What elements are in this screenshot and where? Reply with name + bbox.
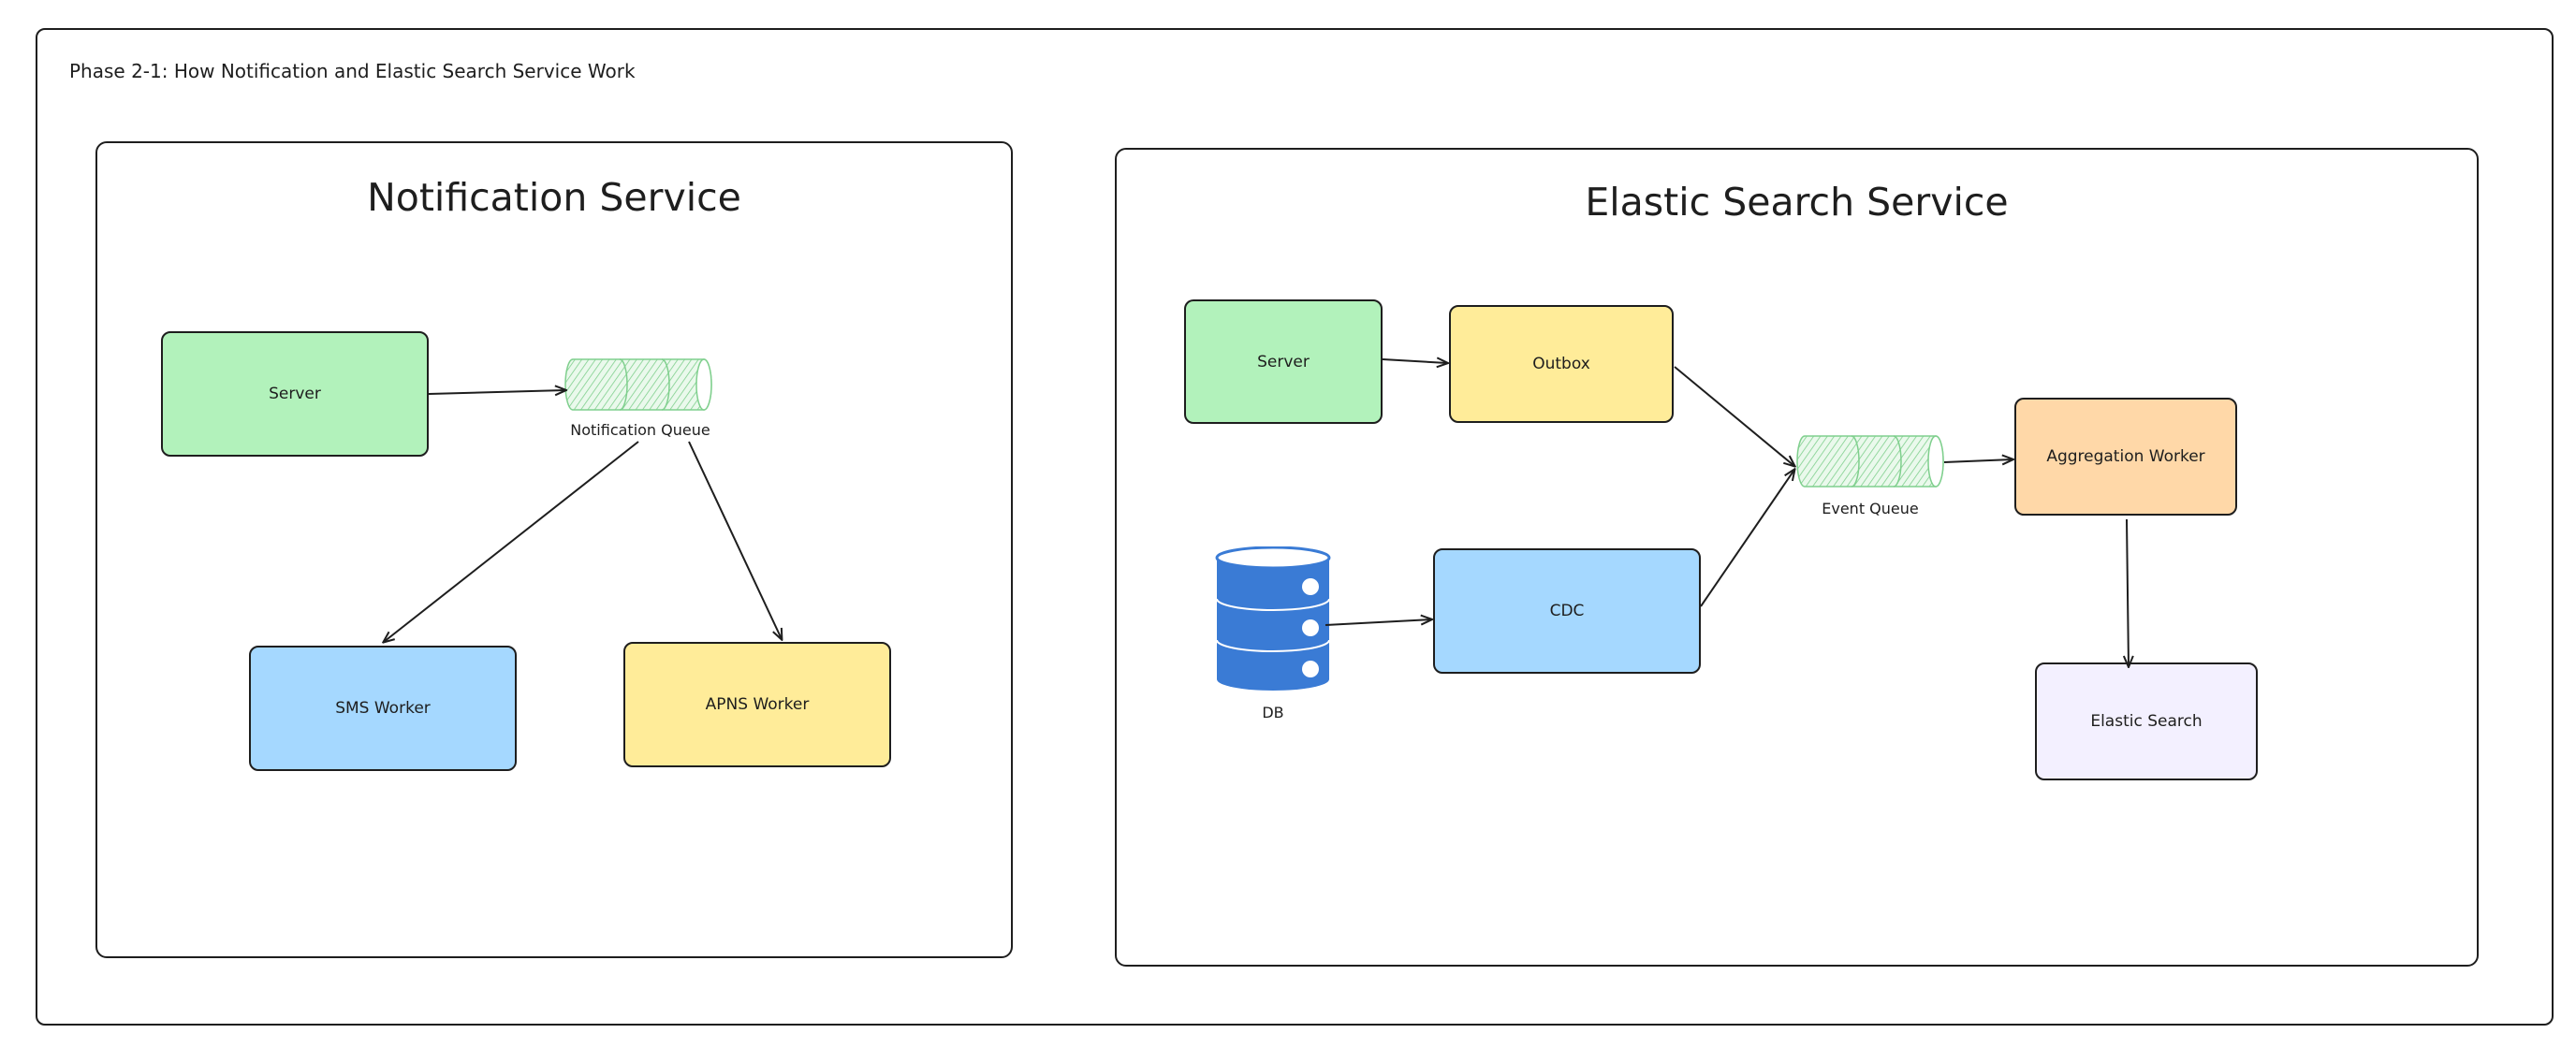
arrow-aggregation-worker-to-elastic-search	[2127, 518, 2129, 666]
notification-queue-label: Notification Queue	[570, 421, 710, 439]
sms-worker-node[interactable]: SMS Worker	[249, 646, 517, 771]
arrow-event-queue-to-aggregation-worker	[1943, 459, 2012, 462]
elastic-search-service-title: Elastic Search Service	[1585, 180, 2009, 225]
notification-server-node[interactable]: Server	[161, 331, 429, 457]
diagram-title: Phase 2-1: How Notification and Elastic …	[69, 60, 636, 82]
queue-cylinder-icon	[564, 358, 712, 411]
db-label: DB	[1262, 704, 1284, 721]
notification-service-title: Notification Service	[367, 175, 741, 220]
arrow-queue-to-apns-worker	[688, 441, 782, 639]
arrow-server-to-notification-queue	[428, 390, 565, 394]
database-cylinder-icon	[1215, 546, 1331, 691]
aggregation-worker-node[interactable]: Aggregation Worker	[2014, 398, 2237, 516]
elastic-search-service-panel: Elastic Search Service	[1115, 148, 2479, 967]
arrow-queue-to-sms-worker	[384, 441, 639, 642]
diagram-frame	[36, 28, 2554, 1026]
queue-cylinder-icon	[1796, 435, 1944, 488]
outbox-node[interactable]: Outbox	[1449, 305, 1674, 423]
cdc-node[interactable]: CDC	[1433, 548, 1701, 674]
apns-worker-node[interactable]: APNS Worker	[623, 642, 891, 767]
elastic-search-node[interactable]: Elastic Search	[2035, 662, 2258, 780]
notification-service-panel: Notification Service	[95, 141, 1013, 958]
event-queue-label: Event Queue	[1822, 500, 1919, 517]
elastic-server-node[interactable]: Server	[1184, 299, 1383, 424]
arrow-outbox-to-event-queue	[1674, 366, 1794, 466]
arrow-cdc-to-event-queue	[1700, 470, 1794, 607]
arrow-db-to-cdc	[1325, 619, 1431, 626]
arrow-server-to-outbox	[1382, 359, 1447, 363]
